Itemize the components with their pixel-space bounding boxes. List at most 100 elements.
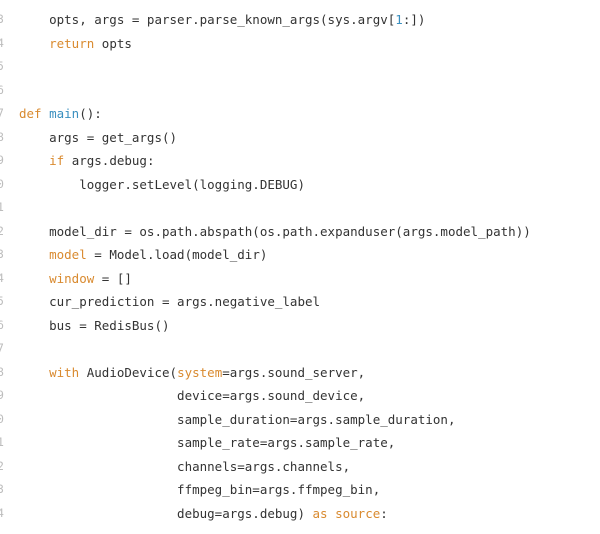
code-token: args.debug: — [64, 153, 155, 168]
code-token: sample_rate=args.sample_rate, — [19, 435, 396, 450]
code-token: model_dir = os.path.abspath(os.path.expa… — [19, 223, 531, 239]
code-line[interactable]: 3 opts, args = parser.parse_known_args(s… — [0, 8, 600, 32]
line-number: 1 — [0, 435, 4, 449]
code-text: return opts — [19, 32, 132, 56]
line-number: 6 — [0, 317, 4, 332]
code-text: bus = RedisBus() — [19, 314, 170, 338]
code-line[interactable]: 4 debug=args.debug) as source: — [0, 502, 600, 526]
code-line[interactable]: 4 window = [] — [0, 267, 600, 291]
code-text: debug=args.debug) as source: — [19, 502, 388, 526]
code-token: opts — [94, 35, 132, 51]
code-token: debug=args.debug) — [19, 505, 313, 521]
code-token: def — [19, 106, 42, 121]
code-token: 1 — [395, 12, 403, 27]
code-line[interactable]: 3 model = Model.load(model_dir) — [0, 243, 600, 267]
code-line[interactable]: 0 sample_duration=args.sample_duration, — [0, 408, 600, 432]
code-line[interactable]: 2 model_dir = os.path.abspath(os.path.ex… — [0, 220, 600, 244]
code-line[interactable]: 1 sample_rate=args.sample_rate, — [0, 431, 600, 455]
code-line[interactable]: 0 logger.setLevel(logging.DEBUG) — [0, 173, 600, 197]
code-token: = [] — [94, 270, 132, 286]
line-number: 2 — [0, 223, 4, 238]
code-line[interactable]: 6 — [0, 79, 600, 103]
code-text: device=args.sound_device, — [19, 384, 365, 408]
line-number: 0 — [0, 411, 4, 426]
code-token — [328, 506, 336, 521]
line-number: 3 — [0, 12, 4, 26]
code-token: opts, args = parser.parse_known_args(sys… — [19, 12, 396, 27]
line-number: 6 — [0, 82, 4, 97]
code-token: device=args.sound_device, — [19, 388, 366, 403]
code-token: (): — [79, 106, 102, 121]
line-number: 3 — [0, 482, 4, 496]
line-number: 9 — [0, 153, 4, 167]
code-token: as — [312, 505, 328, 521]
line-number: 7 — [0, 341, 4, 355]
code-token: args = get_args() — [19, 129, 178, 145]
code-line[interactable]: 5 cur_prediction = args.negative_label — [0, 290, 600, 314]
code-text: opts, args = parser.parse_known_args(sys… — [19, 8, 425, 32]
code-token: model — [49, 247, 87, 262]
code-text: with AudioDevice(system=args.sound_serve… — [19, 361, 365, 385]
code-token: :]) — [402, 12, 426, 27]
line-number: 3 — [0, 247, 4, 261]
line-number: 2 — [0, 458, 4, 473]
code-line[interactable]: 9 if args.debug: — [0, 149, 600, 173]
code-token: channels=args.channels, — [19, 458, 351, 474]
code-area[interactable]: 3 opts, args = parser.parse_known_args(s… — [0, 8, 600, 525]
line-number: 5 — [0, 294, 4, 308]
code-token: if — [49, 153, 65, 168]
code-token: AudioDevice( — [79, 364, 178, 380]
code-text: window = [] — [19, 267, 132, 291]
line-number: 8 — [0, 364, 4, 379]
line-number: 9 — [0, 388, 4, 402]
code-text: def main(): — [19, 102, 102, 126]
code-token: cur_prediction = args.negative_label — [19, 294, 321, 309]
code-token: : — [380, 505, 388, 521]
code-token: logger.setLevel(logging.DEBUG) — [19, 176, 305, 192]
code-line[interactable]: 5 — [0, 55, 600, 79]
code-line[interactable]: 2 channels=args.channels, — [0, 455, 600, 479]
code-token: ffmpeg_bin=args.ffmpeg_bin, — [19, 482, 381, 497]
code-token: = Model.load(model_dir) — [86, 247, 268, 262]
line-number: 7 — [0, 106, 4, 120]
code-text: sample_rate=args.sample_rate, — [19, 431, 395, 455]
code-text: args = get_args() — [19, 126, 177, 150]
line-number: 4 — [0, 35, 4, 50]
code-text: cur_prediction = args.negative_label — [19, 290, 320, 314]
code-text: sample_duration=args.sample_duration, — [19, 408, 456, 432]
code-token — [19, 36, 49, 51]
line-number: 5 — [0, 59, 4, 73]
code-token: sample_duration=args.sample_duration, — [19, 411, 456, 427]
code-line[interactable]: 7 def main(): — [0, 102, 600, 126]
code-token: bus = RedisBus() — [19, 317, 170, 333]
code-token — [19, 153, 49, 168]
code-line[interactable]: 7 — [0, 337, 600, 361]
code-token — [19, 247, 49, 262]
code-token: system — [177, 364, 223, 380]
line-number: 8 — [0, 129, 4, 144]
code-text: if args.debug: — [19, 149, 154, 173]
code-token: return — [49, 35, 95, 51]
code-text: model_dir = os.path.abspath(os.path.expa… — [19, 220, 531, 244]
code-token: main — [49, 106, 80, 121]
line-number: 4 — [0, 270, 4, 285]
code-text: model = Model.load(model_dir) — [19, 243, 267, 267]
line-number: 0 — [0, 176, 4, 191]
code-line[interactable]: 4 return opts — [0, 32, 600, 56]
code-token — [19, 271, 49, 286]
code-text: ffmpeg_bin=args.ffmpeg_bin, — [19, 478, 380, 502]
line-number: 1 — [0, 200, 4, 214]
code-line[interactable]: 6 bus = RedisBus() — [0, 314, 600, 338]
code-token: with — [49, 364, 80, 380]
line-number: 4 — [0, 505, 4, 520]
code-line[interactable]: 3 ffmpeg_bin=args.ffmpeg_bin, — [0, 478, 600, 502]
code-line[interactable]: 1 — [0, 196, 600, 220]
code-token — [42, 106, 50, 121]
code-token: window — [49, 270, 95, 286]
code-text: channels=args.channels, — [19, 455, 350, 479]
code-token: =args.sound_server, — [222, 364, 366, 380]
code-line[interactable]: 9 device=args.sound_device, — [0, 384, 600, 408]
code-line[interactable]: 8 with AudioDevice(system=args.sound_ser… — [0, 361, 600, 385]
code-line[interactable]: 8 args = get_args() — [0, 126, 600, 150]
